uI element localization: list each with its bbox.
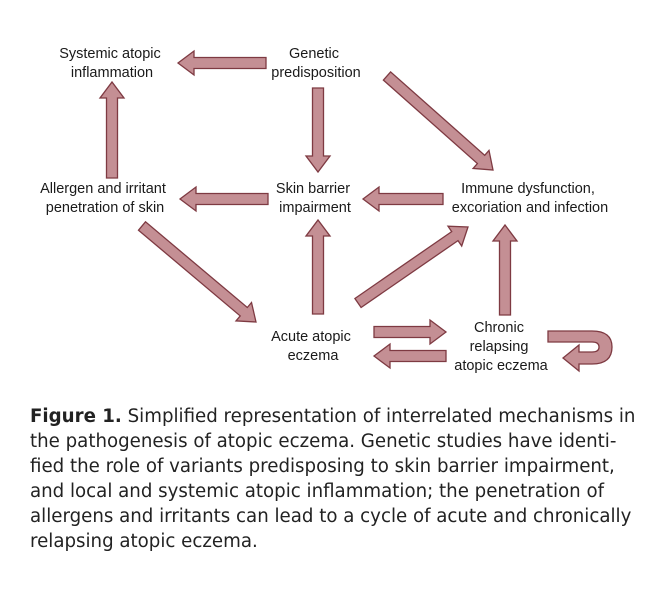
node-skin-barrier-impairment: Skin barrier impairment [276, 181, 354, 216]
arrow-immune-to-skin-barrier [361, 185, 444, 213]
node-immune-dysfunction: Immune dysfunction, excoriation and infe… [452, 181, 608, 216]
arrow-acute-to-chronic [373, 318, 448, 346]
node-acute-atopic-eczema: Acute atopic eczema [271, 329, 355, 364]
node-genetic-predisposition: Genetic predisposition [271, 46, 360, 81]
caption-line-3: fied the role of variants predisposing t… [30, 456, 615, 477]
caption-line-5: allergens and irritants can lead to a cy… [30, 506, 632, 527]
caption-line-2: the pathogenesis of atopic eczema. Genet… [30, 431, 617, 452]
node-chronic-relapsing-eczema: Chronic relapsing atopic eczema [454, 320, 548, 374]
caption-line-1: Simplified representation of interrelate… [127, 406, 636, 427]
arrow-skin-barrier-to-allergen [178, 185, 269, 213]
arrow-allergen-to-systemic [98, 80, 126, 179]
figure-caption: Figure 1. Simplified representation of i… [30, 404, 640, 554]
mechanism-diagram: Genetic predisposition Systemic atopic i… [40, 46, 613, 374]
caption-line-4: and local and systemic atopic inflammati… [30, 481, 605, 502]
arrow-chronic-to-acute [372, 342, 447, 370]
arrow-genetic-to-skin-barrier [304, 87, 332, 174]
arrow-acute-to-skin-barrier [304, 218, 332, 315]
node-systemic-atopic-inflammation: Systemic atopic inflammation [59, 46, 165, 81]
arrow-genetic-to-systemic [176, 49, 267, 77]
arrow-chronic-to-immune [491, 223, 519, 316]
arrow-genetic-to-immune [382, 70, 494, 171]
caption-label: Figure 1. [30, 406, 122, 427]
arrow-acute-to-immune [353, 225, 469, 309]
caption-line-6: relapsing atopic eczema. [30, 531, 258, 552]
relapse-loop-arrow [547, 330, 613, 373]
arrow-allergen-to-acute [137, 220, 257, 323]
node-allergen-penetration: Allergen and irritant penetration of ski… [40, 181, 170, 216]
arrows-group [98, 49, 519, 370]
